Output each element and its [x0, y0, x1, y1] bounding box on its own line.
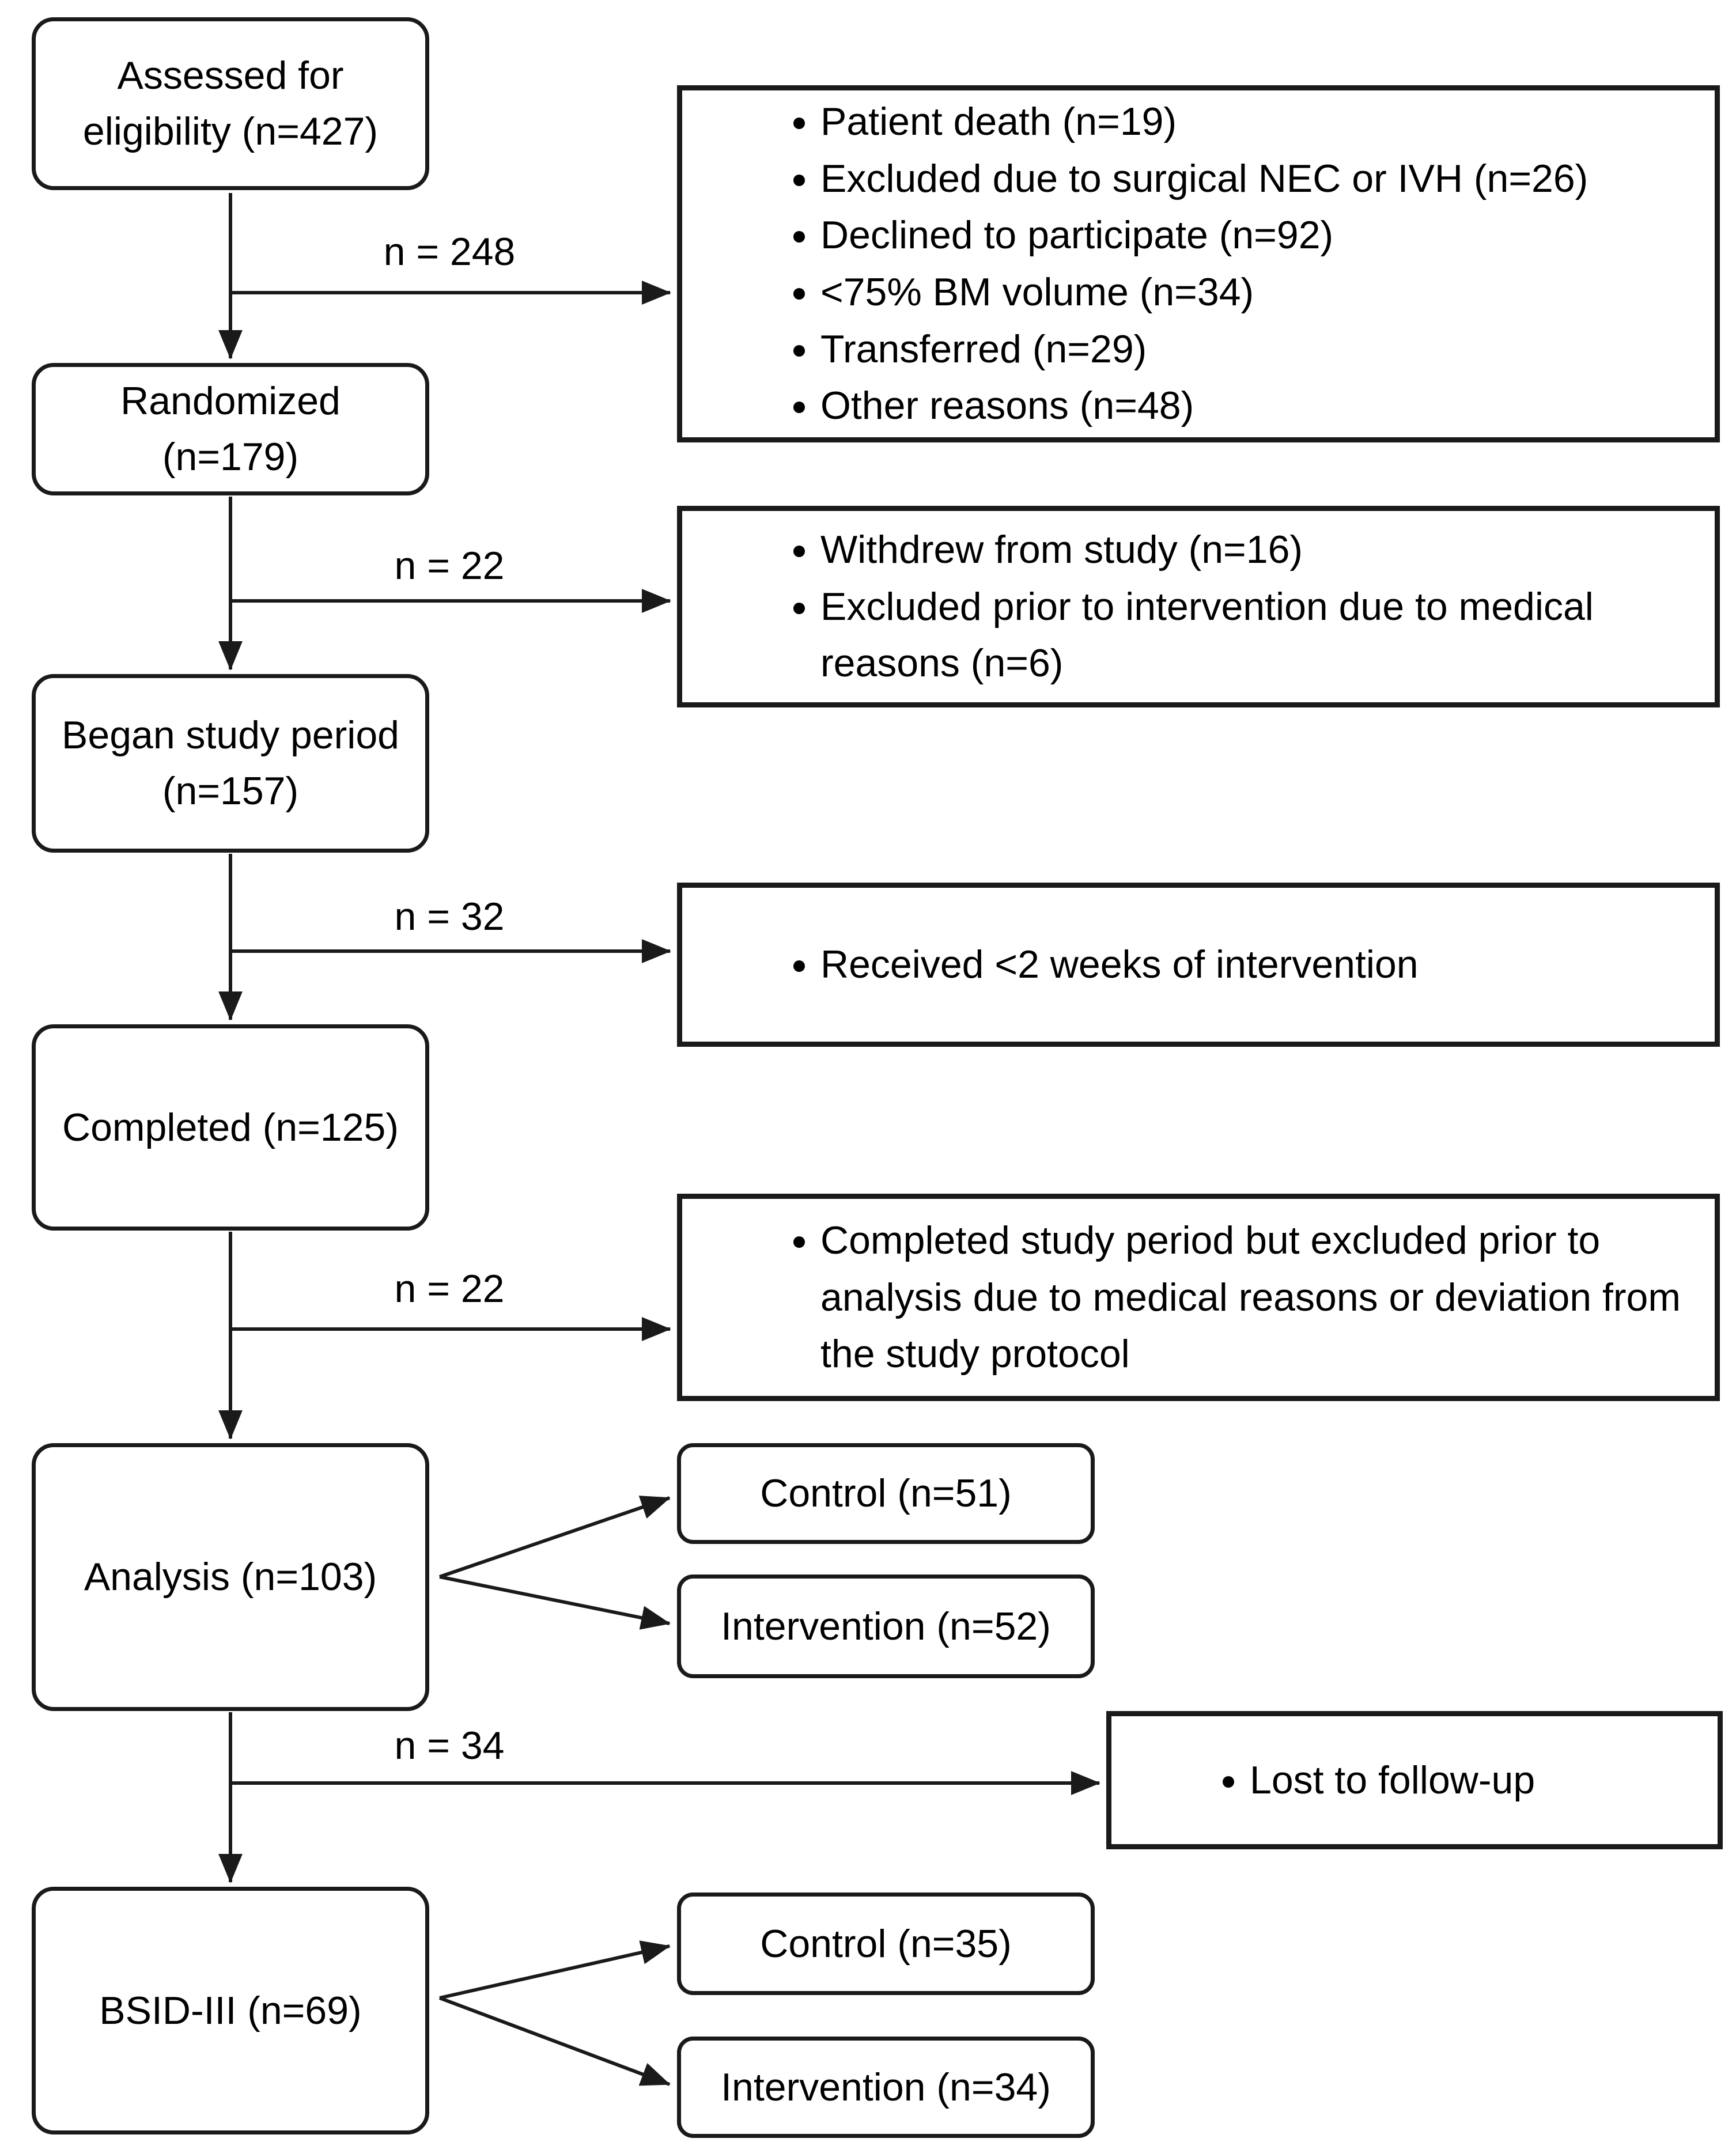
list-item: Lost to follow-up [1250, 1752, 1535, 1809]
edge-bsid-control35 [439, 1940, 671, 2000]
flow-box-began-study-period: Began study period (n=157) [32, 674, 429, 853]
arm-box-intervention-bsid-label: Intervention (n=34) [721, 2065, 1051, 2109]
flow-box-analysis-label: Analysis (n=103) [84, 1555, 377, 1599]
flow-box-completed-label: Completed (n=125) [62, 1105, 399, 1149]
exclusion-box-lost-to-follow-up: Lost to follow-up [1106, 1711, 1723, 1849]
list-item: Withdrew from study (n=16) [820, 521, 1692, 578]
exclusion-box-completed: Completed study period but excluded prio… [677, 1194, 1720, 1401]
flow-box-assessed: Assessed for eligibility (n=427) [32, 17, 429, 190]
flow-box-began-study-period-label: Began study period (n=157) [62, 713, 399, 813]
edge-label-n-34: n = 34 [394, 1724, 505, 1767]
flow-box-randomized-label: Randomized (n=179) [120, 379, 341, 479]
exclusion-box-study-period: Received <2 weeks of intervention [677, 883, 1720, 1047]
list-item: Declined to participate (n=92) [820, 207, 1588, 264]
flow-box-completed: Completed (n=125) [32, 1024, 429, 1231]
edge-analysis-control51 [439, 1496, 671, 1579]
exclusion-box-assessment: Patient death (n=19) Excluded due to sur… [677, 85, 1720, 442]
exclusion-box-lost-to-follow-up-list: Lost to follow-up [1111, 1752, 1558, 1809]
flow-box-bsid-iii: BSID-III (n=69) [32, 1887, 429, 2134]
list-item: Patient death (n=19) [820, 93, 1588, 150]
list-item: Excluded due to surgical NEC or IVH (n=2… [820, 150, 1588, 207]
list-item: Transferred (n=29) [820, 321, 1588, 378]
list-item: Received <2 weeks of intervention [820, 936, 1419, 993]
list-item: Other reasons (n=48) [820, 377, 1588, 434]
edge-label-n-32: n = 32 [394, 895, 505, 938]
flow-box-bsid-iii-label: BSID-III (n=69) [99, 1988, 362, 2033]
edge-label-n-22-first: n = 22 [394, 544, 505, 588]
edge-label-n-22-second: n = 22 [394, 1267, 505, 1311]
list-item: Completed study period but excluded prio… [820, 1212, 1692, 1383]
edge-label-n-248: n = 248 [383, 230, 516, 274]
flow-box-randomized: Randomized (n=179) [32, 363, 429, 495]
edge-analysis-intervention52 [439, 1575, 671, 1630]
arm-box-control-analysis: Control (n=51) [677, 1443, 1095, 1544]
exclusion-box-completed-list: Completed study period but excluded prio… [682, 1212, 1715, 1383]
exclusion-box-randomized: Withdrew from study (n=16) Excluded prio… [677, 506, 1720, 707]
exclusion-box-study-period-list: Received <2 weeks of intervention [682, 936, 1442, 993]
flow-box-assessed-label: Assessed for eligibility (n=427) [82, 54, 379, 153]
arm-box-intervention-analysis: Intervention (n=52) [677, 1575, 1095, 1678]
exclusion-box-assessment-list: Patient death (n=19) Excluded due to sur… [682, 93, 1611, 434]
arm-box-control-analysis-label: Control (n=51) [760, 1471, 1012, 1516]
flow-box-analysis: Analysis (n=103) [32, 1443, 429, 1711]
list-item: Excluded prior to intervention due to me… [820, 578, 1692, 692]
arm-box-control-bsid-label: Control (n=35) [760, 1921, 1012, 1966]
arm-box-intervention-analysis-label: Intervention (n=52) [721, 1604, 1051, 1648]
exclusion-box-randomized-list: Withdrew from study (n=16) Excluded prio… [682, 521, 1715, 692]
edge-bsid-intervention34 [438, 1996, 671, 2086]
arm-box-intervention-bsid: Intervention (n=34) [677, 2037, 1095, 2138]
arm-box-control-bsid: Control (n=35) [677, 1893, 1095, 1995]
list-item: <75% BM volume (n=34) [820, 264, 1588, 321]
